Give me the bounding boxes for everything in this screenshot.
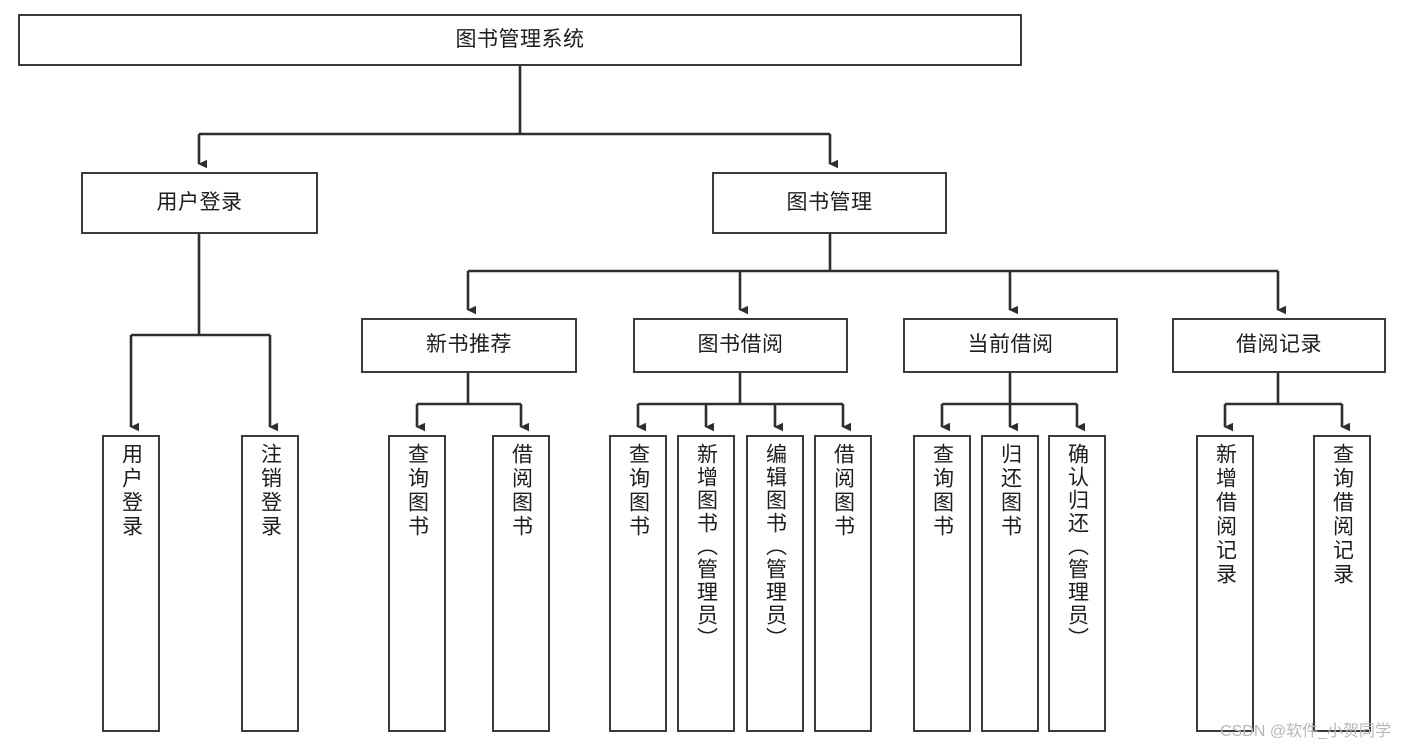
node-leaf-add-book-admin-label: 新增图书（管理员） — [694, 443, 718, 650]
node-leaf-return-book-label: 归还图书 — [998, 443, 1022, 539]
node-current-borrow[interactable]: 当前借阅 — [903, 318, 1118, 373]
node-book-manage-label: 图书管理 — [786, 190, 873, 214]
node-book-borrow-label: 图书借阅 — [697, 333, 784, 357]
node-leaf-query-book-3[interactable]: 查询图书 — [913, 435, 971, 732]
node-leaf-logout-login[interactable]: 注销登录 — [241, 435, 299, 732]
node-leaf-borrow-book-1[interactable]: 借阅图书 — [492, 435, 550, 732]
node-leaf-confirm-return-admin-label: 确认归还（管理员） — [1065, 443, 1089, 650]
node-leaf-add-borrow-record-label: 新增借阅记录 — [1213, 443, 1237, 587]
node-borrow-record[interactable]: 借阅记录 — [1172, 318, 1386, 373]
node-root[interactable]: 图书管理系统 — [18, 14, 1022, 66]
node-leaf-query-borrow-record-label: 查询借阅记录 — [1330, 443, 1354, 587]
node-leaf-edit-book-admin[interactable]: 编辑图书（管理员） — [746, 435, 804, 732]
node-leaf-borrow-book-2-label: 借阅图书 — [831, 443, 855, 539]
node-leaf-add-borrow-record[interactable]: 新增借阅记录 — [1196, 435, 1254, 732]
node-book-manage[interactable]: 图书管理 — [712, 172, 947, 234]
node-leaf-user-login-label: 用户登录 — [119, 443, 143, 539]
node-leaf-query-book-2-label: 查询图书 — [626, 443, 650, 539]
node-leaf-query-book-3-label: 查询图书 — [930, 443, 954, 539]
node-borrow-record-label: 借阅记录 — [1236, 333, 1322, 357]
node-leaf-query-book-1-label: 查询图书 — [405, 443, 429, 539]
node-user-login-label: 用户登录 — [156, 190, 243, 214]
node-leaf-confirm-return-admin[interactable]: 确认归还（管理员） — [1048, 435, 1106, 732]
node-root-label: 图书管理系统 — [455, 27, 585, 51]
csdn-watermark: CSDN @软件_小贺同学 — [1220, 723, 1391, 740]
node-new-book-recommend[interactable]: 新书推荐 — [361, 318, 577, 373]
node-current-borrow-label: 当前借阅 — [967, 333, 1054, 357]
node-leaf-query-borrow-record[interactable]: 查询借阅记录 — [1313, 435, 1371, 732]
node-leaf-user-login[interactable]: 用户登录 — [102, 435, 160, 732]
node-leaf-return-book[interactable]: 归还图书 — [981, 435, 1039, 732]
node-leaf-borrow-book-2[interactable]: 借阅图书 — [814, 435, 872, 732]
node-leaf-query-book-1[interactable]: 查询图书 — [388, 435, 446, 732]
node-new-book-recommend-label: 新书推荐 — [426, 333, 512, 357]
node-leaf-borrow-book-1-label: 借阅图书 — [509, 443, 533, 539]
node-leaf-logout-login-label: 注销登录 — [258, 443, 282, 539]
node-leaf-edit-book-admin-label: 编辑图书（管理员） — [763, 443, 787, 650]
node-user-login[interactable]: 用户登录 — [81, 172, 318, 234]
node-book-borrow[interactable]: 图书借阅 — [633, 318, 848, 373]
node-leaf-add-book-admin[interactable]: 新增图书（管理员） — [677, 435, 735, 732]
node-leaf-query-book-2[interactable]: 查询图书 — [609, 435, 667, 732]
